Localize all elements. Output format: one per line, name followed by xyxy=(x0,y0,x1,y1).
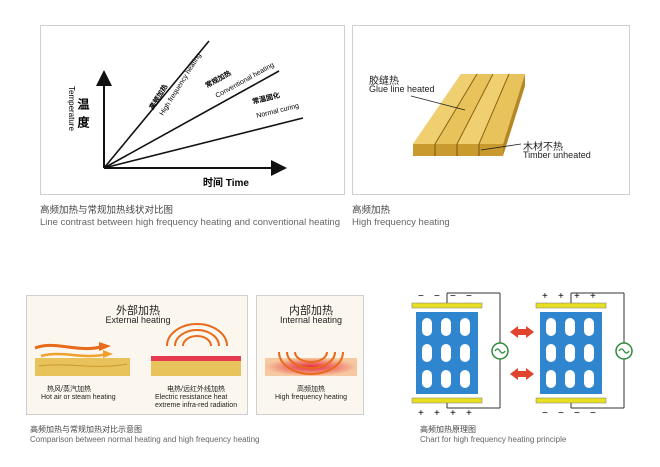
principle-caption: 高频加热原理图 Chart for high frequency heating… xyxy=(420,425,566,445)
right-ac-wave xyxy=(618,348,630,354)
right-dipole xyxy=(565,344,575,362)
right-top-sign: + xyxy=(558,291,564,302)
normal-label-cn: 常温固化 xyxy=(251,90,280,106)
left-ac-wave xyxy=(494,348,506,354)
right-dipole xyxy=(546,370,556,388)
external-title-cn: 外部加热 xyxy=(116,305,160,317)
left-bottom-sign: + xyxy=(434,408,440,419)
line-chart-svg: 温度 Temperature 时间 Time 高频加热 High frequen… xyxy=(67,40,304,189)
left-dipole xyxy=(441,318,451,336)
right-dipole xyxy=(584,344,594,362)
left-dipole xyxy=(422,318,432,336)
normal-label-en: Normal curing xyxy=(256,103,300,120)
y-label-cn: 温度 xyxy=(76,98,90,134)
timber-label-en: Timber unheated xyxy=(523,150,591,160)
hf-label-en: High frequency heating xyxy=(159,52,203,117)
right-dipole xyxy=(565,318,575,336)
external-left-cn: 热风/蒸汽加热 xyxy=(47,386,91,393)
hf-line xyxy=(103,40,210,169)
left-bottom-sign: + xyxy=(466,408,472,419)
left-top-sign: − xyxy=(418,291,424,302)
wood-svg xyxy=(410,73,525,156)
external-right-cn: 电热/远红外线加热 xyxy=(167,386,225,393)
comparison-caption: 高频加热与常规加热对比示意图 Comparison between normal… xyxy=(30,425,259,445)
right-bottom-sign: − xyxy=(558,408,564,419)
right-top-sign: + xyxy=(542,291,548,302)
internal-title-cn: 内部加热 xyxy=(289,305,333,317)
exchange-arrow-icon xyxy=(510,326,534,338)
comparison-caption-cn: 高频加热与常规加热对比示意图 xyxy=(30,425,142,434)
right-dipole xyxy=(584,370,594,388)
normal-line xyxy=(103,117,304,169)
wood-caption: 高频加热 High frequency heating xyxy=(352,205,450,229)
principle-diagram: −−−−++++++++−−−− xyxy=(410,288,640,420)
y-label-en: Temperature xyxy=(67,86,76,131)
right-bottom-sign: − xyxy=(574,408,580,419)
principle-caption-cn: 高频加热原理图 xyxy=(420,425,476,434)
external-title-en: External heating xyxy=(105,315,171,325)
right-bottom-sign: − xyxy=(590,408,596,419)
right-top-sign: + xyxy=(590,291,596,302)
x-label: 时间 Time xyxy=(203,176,249,189)
left-dipole xyxy=(460,344,470,362)
internal-sub-cn: 高频加热 xyxy=(297,386,325,393)
left-dipole xyxy=(422,344,432,362)
left-dipole xyxy=(441,344,451,362)
left-top-plate xyxy=(411,302,483,309)
principle-svg: −−−−++++++++−−−− xyxy=(411,291,633,419)
right-dipole xyxy=(584,318,594,336)
right-dipole xyxy=(565,370,575,388)
glue-label-en: Glue line heated xyxy=(369,84,435,94)
wood-side xyxy=(503,74,525,156)
external-heating-panel: 外部加热 External heating 热风/蒸汽加热 Hot air or… xyxy=(26,295,248,415)
external-svg xyxy=(34,323,241,376)
left-bottom-sign: + xyxy=(450,408,456,419)
conv-line xyxy=(103,70,280,169)
principle-caption-en: Chart for high frequency heating princip… xyxy=(420,435,567,444)
internal-svg xyxy=(265,351,357,376)
internal-sub-en: High frequency heating xyxy=(275,394,347,401)
external-right-en1: Electric resistance heat xyxy=(155,394,228,401)
glue-label-cn: 胶缝热 xyxy=(369,76,399,87)
line-chart-caption-en: Line contrast between high frequency hea… xyxy=(40,217,340,228)
line-chart-panel: 温度 Temperature 时间 Time 高频加热 High frequen… xyxy=(40,25,345,195)
wood-front xyxy=(413,144,503,156)
right-dipole xyxy=(546,318,556,336)
right-bottom-plate xyxy=(535,397,607,404)
right-top-sign: + xyxy=(574,291,580,302)
left-dipole xyxy=(441,370,451,388)
timber-label-cn: 木材不热 xyxy=(523,142,563,153)
left-bottom-sign: + xyxy=(418,408,424,419)
wood-caption-cn: 高频加热 xyxy=(352,205,391,216)
right-top-plate xyxy=(535,302,607,309)
line-chart-caption-cn: 高频加热与常规加热线状对比图 xyxy=(40,205,174,216)
wood-panel: 胶缝热 Glue line heated 木材不热 Timber unheate… xyxy=(352,25,630,195)
internal-title-en: Internal heating xyxy=(279,315,343,325)
left-dipole xyxy=(422,370,432,388)
right-bottom-sign: − xyxy=(542,408,548,419)
internal-heating-panel: 内部加热 Internal heating 高频加热 High frequenc… xyxy=(256,295,364,415)
exchange-arrow-icon xyxy=(510,368,534,380)
right-dipole xyxy=(546,344,556,362)
wood-caption-en: High frequency heating xyxy=(352,217,450,228)
left-top-sign: − xyxy=(466,291,472,302)
left-top-sign: − xyxy=(434,291,440,302)
external-left-en: Hot air or steam heating xyxy=(41,394,116,401)
line-chart-caption: 高频加热与常规加热线状对比图 Line contrast between hig… xyxy=(40,205,340,229)
external-right-en2: extreme infra-red radiation xyxy=(155,402,238,409)
left-top-sign: − xyxy=(450,291,456,302)
comparison-caption-en: Comparison between normal heating and hi… xyxy=(30,435,260,444)
left-dipole xyxy=(460,318,470,336)
left-dipole xyxy=(460,370,470,388)
left-bottom-plate xyxy=(411,397,483,404)
